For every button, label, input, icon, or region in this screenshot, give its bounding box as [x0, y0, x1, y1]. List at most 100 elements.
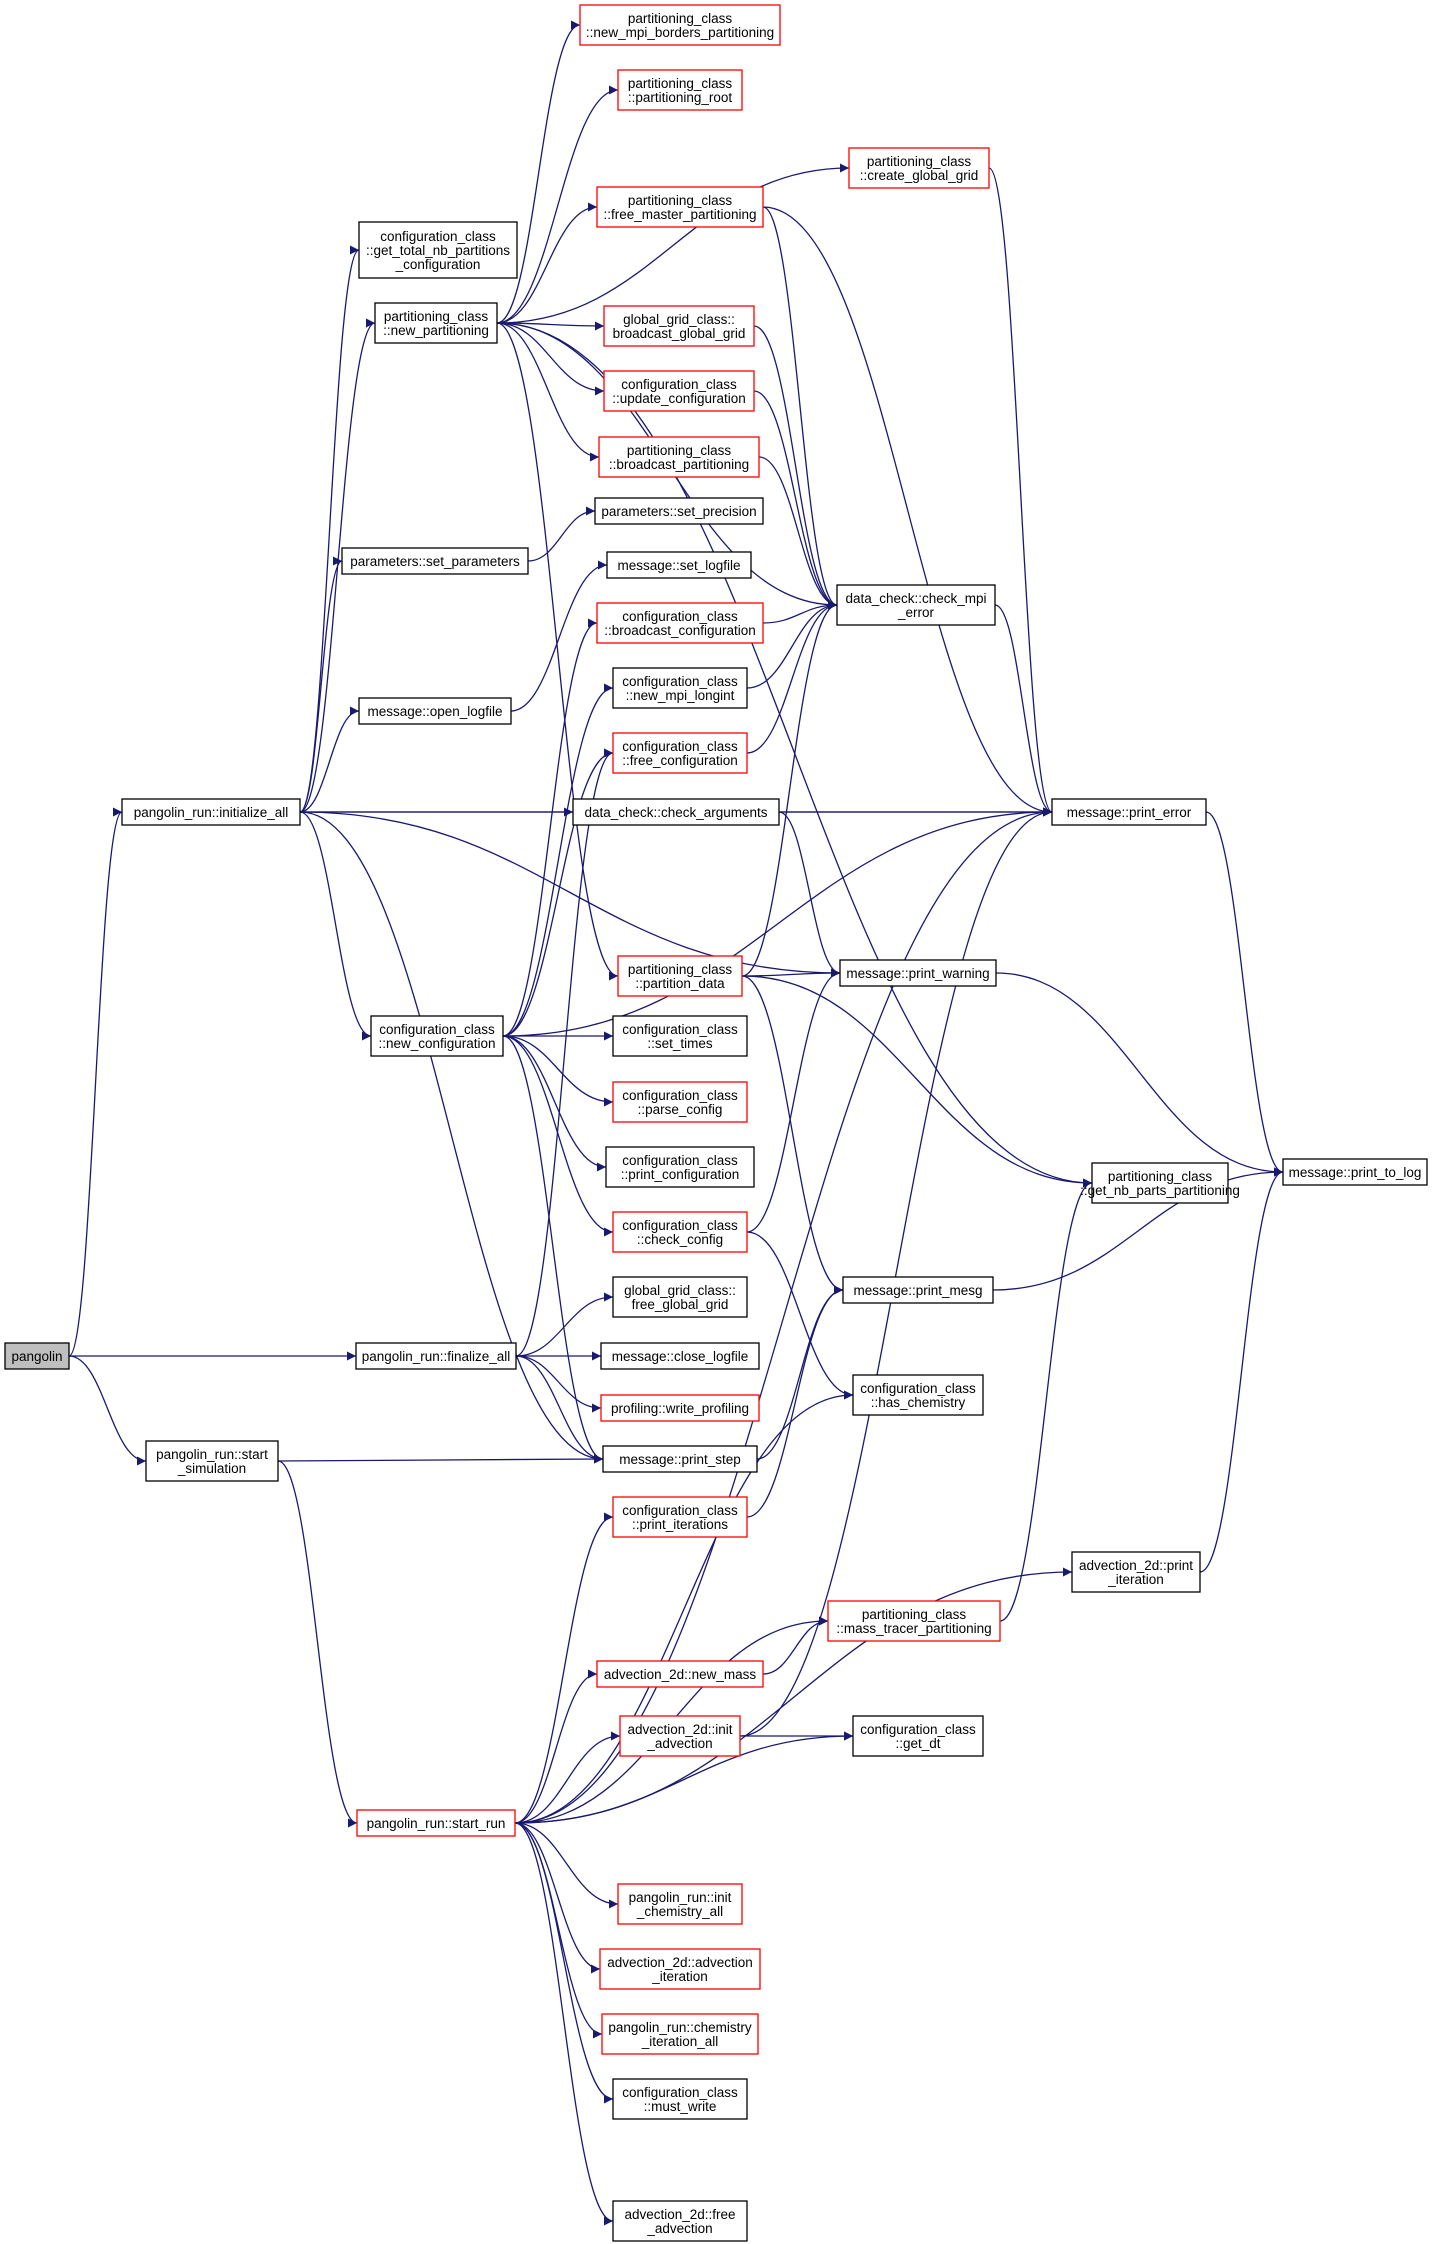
edge-start_run-to-must_write — [514, 1822, 614, 2104]
node-label: pangolin_run::finalize_all — [362, 1349, 511, 1364]
node-label: _simulation — [177, 1461, 246, 1476]
node-box — [612, 1276, 748, 1318]
node-print-configuration[interactable]: configuration_class::print_configuration — [605, 1146, 755, 1188]
node-label: configuration_class — [622, 1088, 738, 1103]
node-mass-tracer[interactable]: partitioning_class::mass_tracer_partitio… — [827, 1600, 1001, 1642]
edge-new_partitioning-to-partition_data — [496, 322, 619, 981]
node-print-step[interactable]: message::print_step — [602, 1445, 758, 1473]
node-new-mpi-longint[interactable]: configuration_class::new_mpi_longint — [612, 667, 748, 709]
edge-new_configuration-to-print_error — [502, 807, 1053, 1037]
node-box — [602, 1445, 758, 1473]
edge-start_run-to-print_error — [514, 807, 1053, 1824]
node-set-times[interactable]: configuration_class::set_times — [612, 1015, 748, 1057]
node-has-chemistry[interactable]: configuration_class::has_chemistry — [852, 1374, 984, 1416]
node-label: partitioning_class — [384, 309, 489, 324]
node-broadcast-configuration[interactable]: configuration_class::broadcast_configura… — [596, 602, 764, 644]
node-label: data_check::check_arguments — [584, 805, 767, 820]
edge-free_master-to-print_error — [762, 206, 1053, 817]
node-box — [617, 1883, 743, 1925]
node-close-logfile[interactable]: message::close_logfile — [600, 1342, 760, 1370]
nodes-layer: pangolin pangolin_run::initialize_allpang… — [4, 4, 1428, 2242]
node-init-advection[interactable]: advection_2d::init_advection — [619, 1715, 741, 1757]
node-get-dt[interactable]: configuration_class::get_dt — [852, 1715, 984, 1757]
node-create-global-grid[interactable]: partitioning_class::create_global_grid — [848, 147, 990, 189]
node-open-logfile[interactable]: message::open_logfile — [358, 697, 512, 725]
node-advection-iteration[interactable]: advection_2d::advection_iteration — [599, 1948, 761, 1990]
node-update-configuration[interactable]: configuration_class::update_configuratio… — [603, 370, 755, 412]
node-new-configuration[interactable]: configuration_class::new_configuration — [370, 1015, 504, 1057]
node-free-configuration[interactable]: configuration_class::free_configuration — [612, 732, 748, 774]
node-new-mass[interactable]: advection_2d::new_mass — [596, 1660, 764, 1688]
node-start-simulation[interactable]: pangolin_run::start_simulation — [145, 1440, 279, 1482]
edge-check_config-to-has_chemistry — [746, 1231, 854, 1400]
node-label: _advection — [646, 1736, 712, 1751]
node-box — [601, 2013, 759, 2055]
edge-new_configuration-to-parse_config — [502, 1035, 614, 1107]
node-label: global_grid_class:: — [624, 1283, 736, 1298]
node-print-to-log[interactable]: message::print_to_log — [1282, 1158, 1428, 1186]
node-box — [1051, 798, 1207, 826]
edge-update_configuration-to-check_mpi_error — [753, 390, 838, 610]
node-free-master[interactable]: partitioning_class::free_master_partitio… — [596, 186, 764, 228]
node-pangolin[interactable]: pangolin — [4, 1342, 70, 1370]
node-label: partitioning_class — [628, 11, 733, 26]
node-start-run[interactable]: pangolin_run::start_run — [356, 1809, 516, 1837]
edge-initialize_all-to-print_warning — [299, 811, 841, 978]
node-set-logfile[interactable]: message::set_logfile — [606, 551, 752, 579]
edge-new_mass-to-mass_tracer — [762, 1616, 829, 1675]
edge-new_configuration-to-broadcast_configuration — [502, 618, 598, 1037]
node-free-global-grid[interactable]: global_grid_class::free_global_grid — [612, 1276, 748, 1318]
node-print-warning[interactable]: message::print_warning — [839, 959, 997, 987]
edge-start_run-to-has_chemistry — [514, 1390, 854, 1824]
node-initialize-all[interactable]: pangolin_run::initialize_all — [121, 798, 301, 826]
node-advection-print-iteration[interactable]: advection_2d::print_iteration — [1071, 1551, 1201, 1593]
node-label: pangolin_run::start — [156, 1447, 268, 1462]
node-label: pangolin — [11, 1349, 62, 1364]
node-partition-data[interactable]: partitioning_class::partition_data — [617, 955, 743, 997]
edge-new_configuration-to-free_configuration — [502, 748, 614, 1037]
node-set-precision[interactable]: parameters::set_precision — [594, 497, 764, 525]
edge-new_partitioning-to-free_master — [496, 202, 598, 324]
edge-new_configuration-to-new_mpi_longint — [502, 683, 614, 1037]
node-finalize-all[interactable]: pangolin_run::finalize_all — [355, 1342, 517, 1370]
node-init-chemistry-all[interactable]: pangolin_run::init_chemistry_all — [617, 1883, 743, 1925]
node-label: advection_2d::new_mass — [604, 1667, 757, 1682]
edge-check_mpi_error-to-print_error — [994, 604, 1053, 817]
node-set-parameters[interactable]: parameters::set_parameters — [341, 547, 529, 575]
edge-initialize_all-to-open_logfile — [299, 706, 360, 813]
node-box — [612, 1081, 748, 1123]
node-get-nb-parts[interactable]: partitioning_class::get_nb_parts_partiti… — [1080, 1162, 1240, 1204]
edge-partition_data-to-print_mesg — [741, 975, 844, 1295]
node-check-mpi-error[interactable]: data_check::check_mpi_error — [836, 584, 996, 626]
node-label: ::mass_tracer_partitioning — [836, 1621, 991, 1636]
node-must-write[interactable]: configuration_class::must_write — [612, 2078, 748, 2120]
node-chemistry-iteration-all[interactable]: pangolin_run::chemistry_iteration_all — [601, 2013, 759, 2055]
edge-initialize_all-to-new_configuration — [299, 811, 372, 1041]
node-label: configuration_class — [622, 674, 738, 689]
node-box — [603, 370, 755, 412]
node-new-partitioning[interactable]: partitioning_class::new_partitioning — [374, 302, 498, 344]
edge-new_configuration-to-print_step — [502, 1035, 604, 1464]
node-write-profiling[interactable]: profiling::write_profiling — [600, 1394, 760, 1422]
node-label: message::open_logfile — [367, 704, 502, 719]
node-label: parameters::set_precision — [601, 504, 756, 519]
node-check-arguments[interactable]: data_check::check_arguments — [572, 798, 780, 826]
node-box — [842, 1276, 994, 1304]
edge-print_warning-to-print_to_log — [995, 972, 1284, 1177]
node-print-mesg[interactable]: message::print_mesg — [842, 1276, 994, 1304]
node-print-error[interactable]: message::print_error — [1051, 798, 1207, 826]
node-new-mpi-borders[interactable]: partitioning_class::new_mpi_borders_part… — [579, 4, 781, 46]
node-print-iterations[interactable]: configuration_class::print_iterations — [612, 1496, 748, 1538]
node-broadcast-partitioning[interactable]: partitioning_class::broadcast_partitioni… — [598, 436, 760, 478]
node-partitioning-root[interactable]: partitioning_class::partitioning_root — [617, 69, 743, 111]
node-free-advection[interactable]: advection_2d::free_advection — [612, 2200, 748, 2242]
node-broadcast-global-grid[interactable]: global_grid_class::broadcast_global_grid — [603, 305, 755, 347]
node-get-total-nb[interactable]: configuration_class::get_total_nb_partit… — [358, 221, 518, 279]
node-box — [605, 1146, 755, 1188]
node-check-config[interactable]: configuration_class::check_config — [612, 1211, 748, 1253]
edge-new_partitioning-to-broadcast_global_grid — [496, 321, 605, 331]
node-label: configuration_class — [379, 1022, 495, 1037]
node-box — [839, 959, 997, 987]
node-box — [1282, 1158, 1428, 1186]
node-parse-config[interactable]: configuration_class::parse_config — [612, 1081, 748, 1123]
